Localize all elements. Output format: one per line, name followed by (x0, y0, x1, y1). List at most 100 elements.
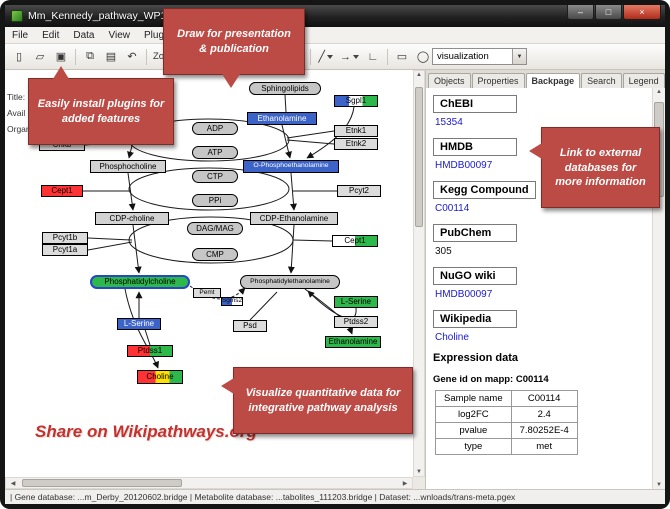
pathway-node-psd[interactable]: Psd (233, 320, 267, 332)
table-row: type met (435, 438, 578, 455)
undo-icon[interactable]: ↶ (127, 51, 137, 63)
toolbar-separator (146, 48, 147, 65)
pathway-node-sphingolipids[interactable]: Sphingolipids (249, 82, 321, 95)
scroll-up-icon[interactable]: ▲ (656, 89, 662, 95)
copy-icon[interactable]: ⧉ (86, 50, 94, 62)
scroll-down-icon[interactable]: ▼ (656, 482, 662, 488)
table-row: log2FC 2.4 (435, 406, 578, 423)
pathway-node-choline[interactable]: Choline (137, 370, 183, 384)
save-icon[interactable]: ▣ (55, 51, 67, 63)
pathway-node-ethanolamine[interactable]: Ethanolamine (247, 112, 317, 125)
pathway-node-cept1[interactable]: Cept1 (41, 185, 83, 197)
scroll-left-icon[interactable]: ◀ (10, 481, 16, 487)
callout-draw-presentation: Draw for presentation & publication (163, 8, 305, 89)
line-tool-icon[interactable]: ╱ (315, 47, 336, 67)
rect-tool-icon[interactable]: ▭ (396, 51, 408, 63)
pathway-node-ctp[interactable]: CTP (192, 170, 238, 183)
scrollbar-thumb[interactable] (22, 479, 182, 487)
close-button[interactable]: × (623, 5, 661, 20)
tab-legend[interactable]: Legend (622, 73, 665, 88)
title-bar[interactable]: Mm_Kennedy_pathway_WP1771_45176.gpml – □… (5, 5, 665, 27)
hmdb-header: HMDB (433, 138, 517, 156)
callout-pointer-left (529, 143, 542, 159)
callout-visualize-data: Visualize quantitative data for integrat… (221, 367, 413, 435)
pathway-node-etnk1[interactable]: Etnk1 (334, 125, 378, 137)
pathway-node-phosphatidylethanolamine[interactable]: Phosphatidylethanolamine (240, 275, 340, 289)
pathway-node-l-serine[interactable]: L-Serine (117, 318, 161, 330)
pathway-edges (53, 94, 357, 369)
pathway-node-o-phosphoethanolamine[interactable]: O-Phosphoethanolamine (243, 160, 339, 173)
pathway-node-sgpl1[interactable]: Sgpl1 (334, 95, 378, 107)
pathway-node-cept1[interactable]: Cept1 (332, 235, 378, 247)
scroll-up-icon[interactable]: ▲ (416, 72, 422, 78)
gene-id-line: Gene id on mapp: C00114 (433, 374, 549, 385)
menu-plugins[interactable]: Plugins (143, 29, 177, 41)
scrollbar-corner (413, 477, 425, 489)
pathway-availability-label: Avail (7, 108, 26, 118)
toolbar-separator (310, 48, 312, 65)
scroll-down-icon[interactable]: ▼ (416, 469, 422, 475)
menu-file[interactable]: File (12, 29, 29, 41)
pathway-node-ppi[interactable]: PPi (192, 194, 238, 207)
pathway-node-cmp[interactable]: CMP (192, 248, 238, 261)
visualization-value: visualization (437, 51, 489, 62)
visualization-dropdown-button[interactable]: ▼ (512, 49, 526, 64)
wikipedia-header: Wikipedia (433, 310, 517, 328)
canvas-horizontal-scrollbar[interactable]: ◀ ▶ (5, 477, 413, 489)
chebi-link[interactable]: 15354 (435, 117, 463, 128)
visualization-combobox[interactable]: visualization ▼ (432, 48, 527, 65)
arrow-tool-icon[interactable]: → (337, 47, 362, 67)
wikipedia-link[interactable]: Choline (435, 332, 469, 343)
maximize-button[interactable]: □ (595, 5, 622, 20)
pathway-node-pcyt1a[interactable]: Pcyt1a (42, 244, 88, 256)
pathway-node-pemt[interactable]: Pemt (193, 288, 221, 298)
table-cell: log2FC (435, 406, 512, 423)
tab-search[interactable]: Search (581, 73, 622, 88)
backpage-section-wikipedia: Wikipedia Choline (433, 309, 646, 343)
new-file-icon[interactable]: ▯ (15, 51, 23, 63)
backpage-section-hmdb: HMDB HMDB00097 (433, 137, 646, 171)
scroll-right-icon[interactable]: ▶ (402, 481, 408, 487)
pathway-node-dag-mag[interactable]: DAG/MAG (187, 222, 243, 235)
pathway-node-cdp-ethanolamine[interactable]: CDP-Ethanolamine (250, 212, 338, 225)
canvas-vertical-scrollbar[interactable]: ▲ ▼ (413, 70, 425, 477)
table-cell: pvalue (435, 422, 512, 439)
table-row: pvalue 7.80252E-4 (435, 422, 578, 439)
pathway-node-ethanolamine[interactable]: Ethanolamine (325, 336, 381, 348)
callout-pointer-left (221, 378, 234, 394)
pathway-node-pcyt1b[interactable]: Pcyt1b (42, 232, 88, 244)
menu-view[interactable]: View (108, 29, 130, 41)
elbow-tool-icon[interactable]: ∟ (367, 50, 379, 63)
pathway-node-phosphatidylcholine[interactable]: Phosphatidylcholine (90, 275, 190, 289)
pathway-node-sgms2[interactable]: Sgms2 (221, 297, 243, 306)
menu-data[interactable]: Data (73, 29, 95, 41)
pathway-node-pcyt2[interactable]: Pcyt2 (337, 185, 381, 197)
oval-tool-icon[interactable]: ◯ (416, 51, 430, 63)
tab-backpage[interactable]: Backpage (525, 73, 581, 89)
backpage-section-nugo: NuGO wiki HMDB00097 (433, 266, 646, 300)
pathway-node-ptdss2[interactable]: Ptdss2 (334, 316, 378, 328)
window-body: Mm_Kennedy_pathway_WP1771_45176.gpml – □… (5, 5, 665, 504)
tab-properties[interactable]: Properties (471, 73, 525, 88)
pathway-node-etnk2[interactable]: Etnk2 (334, 138, 378, 150)
hmdb-link[interactable]: HMDB00097 (435, 160, 493, 171)
toolbar-separator (75, 48, 76, 65)
paste-icon[interactable]: ▤ (105, 51, 117, 63)
menu-edit[interactable]: Edit (42, 29, 60, 41)
pathway-node-adp[interactable]: ADP (192, 122, 238, 135)
open-file-icon[interactable]: ▱ (35, 51, 45, 63)
status-text: | Gene database: ...m_Derby_20120602.bri… (10, 492, 516, 502)
minimize-button[interactable]: – (567, 5, 594, 20)
callout-pointer-down (222, 74, 240, 89)
scrollbar-thumb[interactable] (415, 87, 423, 227)
pathway-node-phosphocholine[interactable]: Phosphocholine (90, 160, 166, 173)
kegg-link[interactable]: C00114 (435, 203, 470, 214)
tab-objects[interactable]: Objects (428, 73, 471, 88)
pathway-node-cdp-choline[interactable]: CDP-choline (95, 212, 169, 225)
menu-bar: File Edit Data View Plugins Help (5, 27, 665, 44)
pathway-node-atp[interactable]: ATP (192, 146, 238, 159)
pathway-node-ptdss1[interactable]: Ptdss1 (127, 345, 173, 357)
pathway-node-l-serine[interactable]: L-Serine (334, 296, 378, 308)
expression-data-table: Sample name C00114 log2FC 2.4 pvalue 7.8… (435, 390, 578, 455)
nugo-link[interactable]: HMDB00097 (435, 289, 493, 300)
